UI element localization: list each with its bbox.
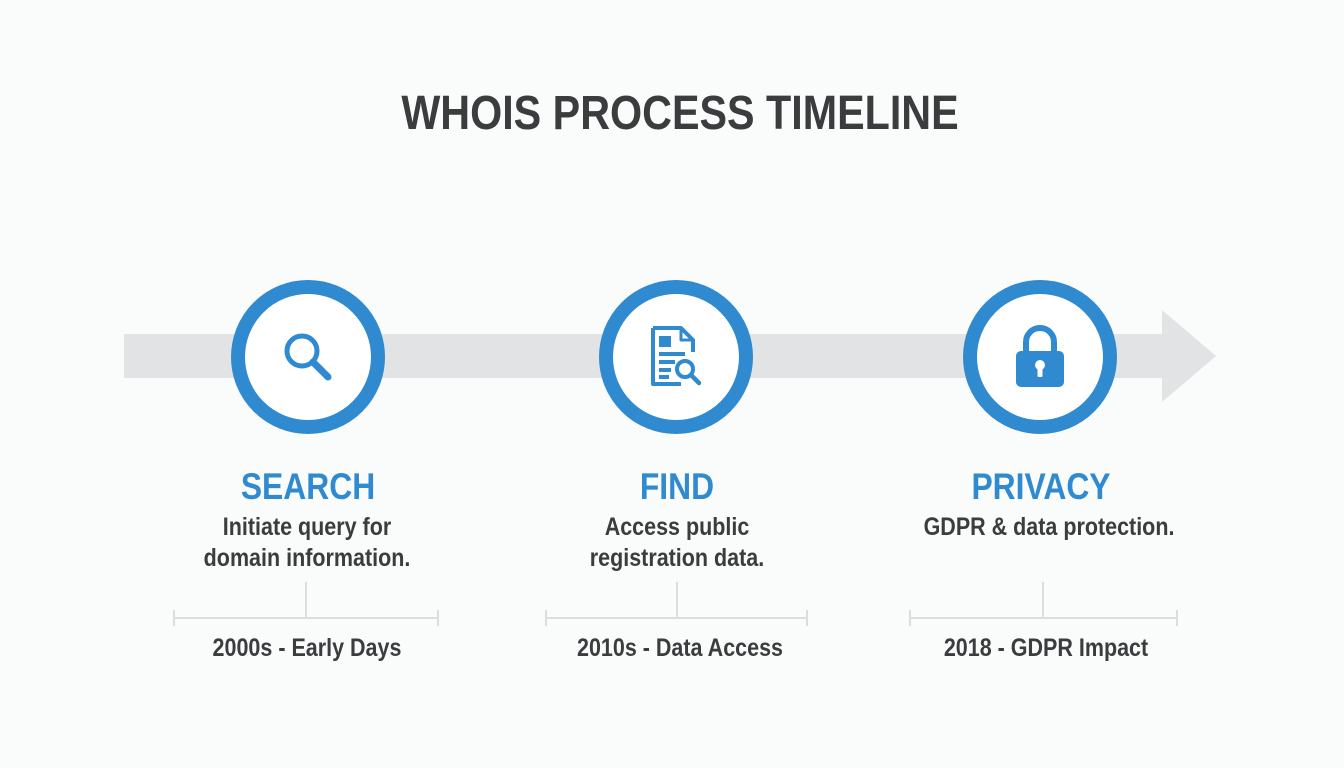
step-search-circle xyxy=(231,280,385,434)
step-desc-find-line1: Access public xyxy=(604,513,750,541)
step-title-find: FIND xyxy=(639,466,715,507)
step-privacy-circle xyxy=(963,280,1117,434)
era-bracket xyxy=(909,582,1178,626)
document-search-icon xyxy=(651,326,702,386)
era-label-2000s: 2000s - Early Days xyxy=(212,634,402,662)
step-title-search: SEARCH xyxy=(240,466,376,507)
page-title: WHOIS PROCESS TIMELINE xyxy=(401,87,959,140)
step-desc-find-line2: registration data. xyxy=(589,544,765,572)
era-bracket xyxy=(545,582,808,626)
step-desc-search-line2: domain information. xyxy=(203,544,411,572)
step-find-circle xyxy=(599,280,753,434)
step-title-privacy: PRIVACY xyxy=(971,466,1111,507)
era-label-2010s: 2010s - Data Access xyxy=(577,634,783,662)
step-desc-search-line1: Initiate query for xyxy=(222,513,392,541)
lock-icon xyxy=(1016,325,1064,387)
step-desc-privacy-line1: GDPR & data protection. xyxy=(923,513,1175,541)
search-icon xyxy=(284,333,332,381)
era-label-2018: 2018 - GDPR Impact xyxy=(943,634,1149,662)
era-bracket xyxy=(173,582,439,626)
